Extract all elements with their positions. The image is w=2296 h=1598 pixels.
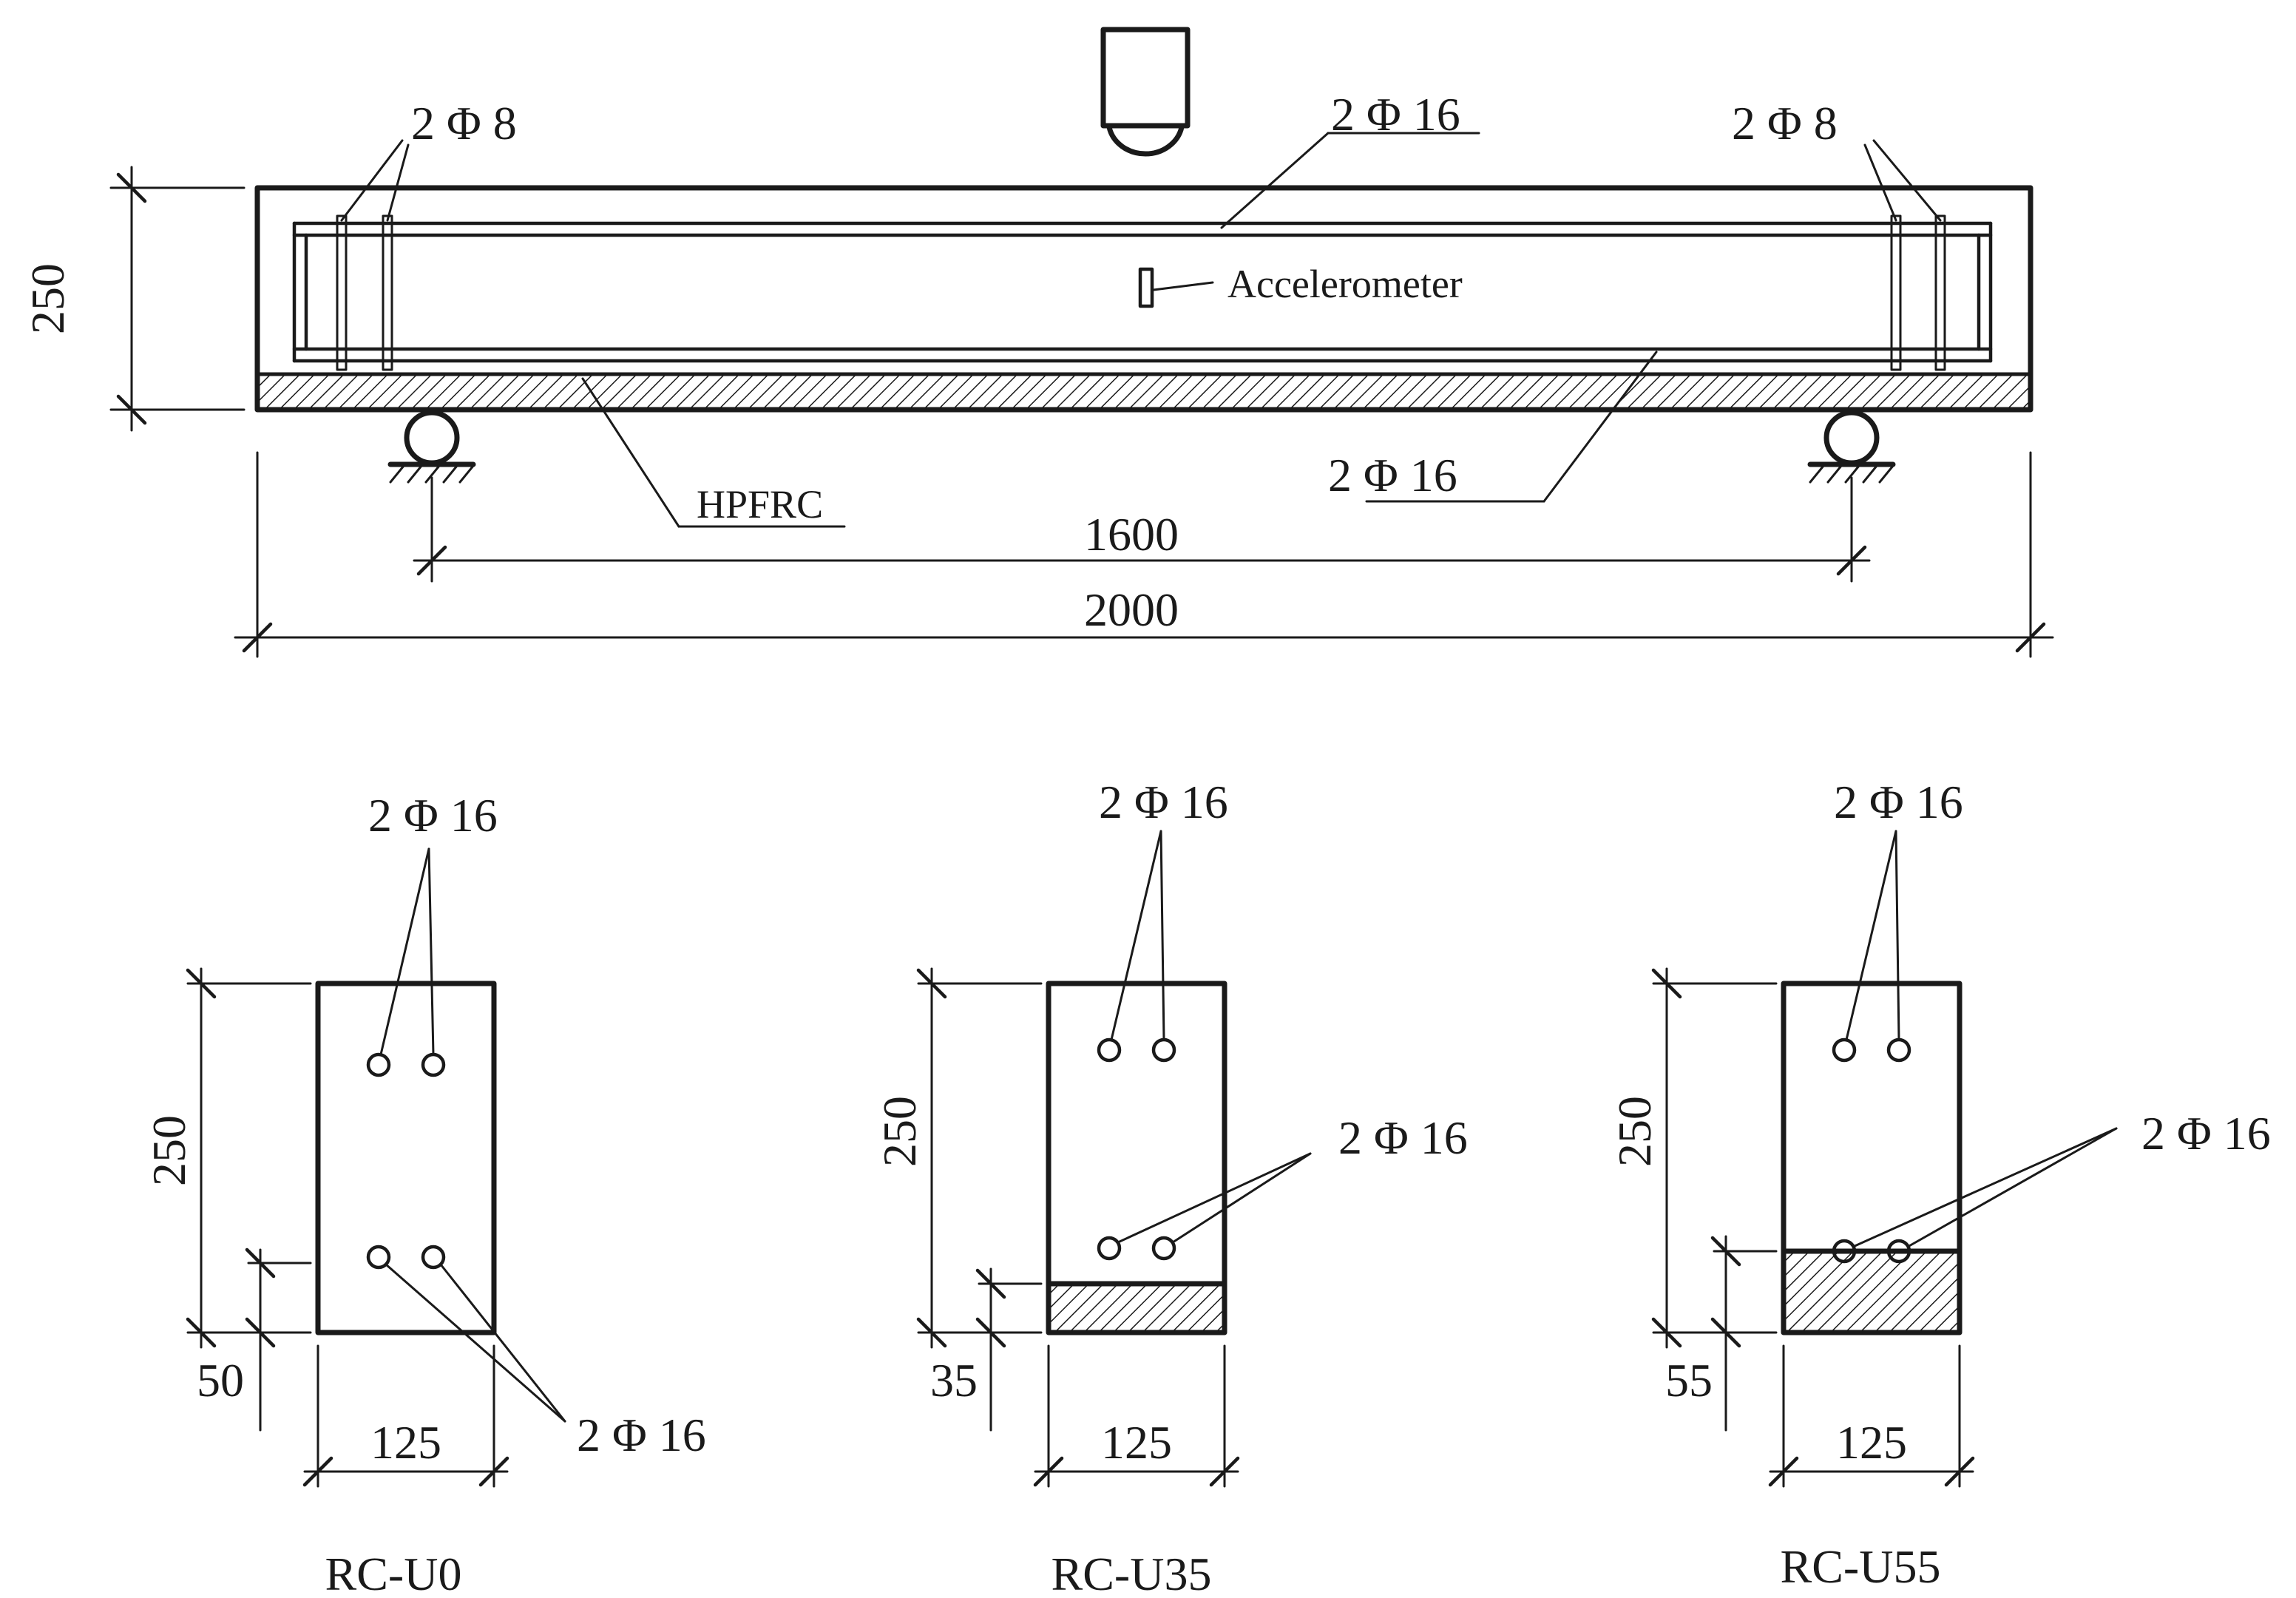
stirrups-right: 2 Φ 8	[1732, 97, 1946, 371]
rebar	[366, 1052, 391, 1077]
section-outline	[1781, 981, 1963, 1335]
section-rc-u0: 2 Φ 16 2 Φ 16 250 50 125 RC-U0	[143, 789, 706, 1598]
length-label: 2000	[1084, 583, 1179, 636]
accelerometer-icon	[1138, 267, 1154, 308]
rebar	[1151, 1037, 1176, 1063]
top-bar-label: 2 Φ 16	[1331, 88, 1460, 140]
elevation-height-dimension: 250	[21, 166, 245, 432]
hpfrc-label: HPFRC	[697, 482, 823, 527]
hpfrc-callout: HPFRC	[581, 377, 846, 528]
section-title: RC-U35	[1052, 1548, 1212, 1598]
section-height-label: 250	[873, 1096, 926, 1167]
length-dimension: 2000	[234, 451, 2054, 658]
top-bars-label: 2 Φ 16	[1834, 776, 1963, 828]
width-label: 125	[1836, 1416, 1907, 1469]
top-bar-callout: 2 Φ 16	[1220, 88, 1480, 229]
bottom-bars-label: 2 Φ 16	[1338, 1111, 1468, 1164]
loading-actuator	[1100, 27, 1191, 157]
rebar	[1886, 1037, 1911, 1063]
bottom-bar-callout: 2 Φ 16	[1328, 351, 1658, 503]
rebar	[366, 1245, 391, 1270]
section-rc-u55: 2 Φ 16 2 Φ 16 250 55 125 RC-U55	[1608, 776, 2271, 1593]
rebar	[1832, 1037, 1857, 1063]
support-right	[1807, 410, 1896, 484]
section-height-label: 250	[1608, 1096, 1661, 1167]
bottom-bar-label: 2 Φ 16	[1328, 449, 1457, 501]
section-height-label: 250	[143, 1115, 195, 1186]
span-label: 1600	[1084, 508, 1179, 561]
offset-label: 55	[1665, 1354, 1713, 1406]
bottom-bars-label: 2 Φ 16	[577, 1409, 706, 1461]
top-bars-label: 2 Φ 16	[368, 789, 498, 842]
accelerometer-label: Accelerometer	[1227, 262, 1463, 306]
section-title: RC-U55	[1781, 1540, 1941, 1593]
top-bars-label: 2 Φ 16	[1099, 776, 1228, 828]
rebar-cage	[292, 221, 1993, 363]
rebar	[1097, 1236, 1122, 1261]
width-label: 125	[370, 1416, 441, 1469]
hpfrc-layer	[1049, 1284, 1225, 1333]
rebar	[1886, 1239, 1911, 1264]
beam-elevation: 2 Φ 8 2 Φ 8 2 Φ 16 Accelerometer 2 Φ 16	[21, 27, 2054, 658]
support-left	[387, 410, 476, 484]
stirrups-left: 2 Φ 8	[336, 97, 517, 371]
stirrup-left-label: 2 Φ 8	[411, 97, 517, 149]
hpfrc-layer	[1784, 1251, 1960, 1333]
section-rc-u35: 2 Φ 16 2 Φ 16 250 35 125 RC-U35	[873, 776, 1468, 1598]
accelerometer: Accelerometer	[1138, 262, 1463, 308]
section-outline	[315, 981, 497, 1335]
rebar	[1097, 1037, 1122, 1063]
hpfrc-layer	[255, 372, 2033, 412]
rebar	[421, 1052, 446, 1077]
rebar	[1832, 1239, 1857, 1264]
offset-label: 50	[197, 1354, 244, 1406]
width-label: 125	[1101, 1416, 1172, 1469]
section-outline	[1046, 981, 1227, 1335]
offset-label: 35	[930, 1354, 978, 1406]
section-title: RC-U0	[325, 1548, 462, 1598]
stirrup-right-label: 2 Φ 8	[1732, 97, 1838, 149]
bottom-bars-label: 2 Φ 16	[2141, 1107, 2271, 1159]
rebar	[1151, 1236, 1176, 1261]
rebar	[421, 1245, 446, 1270]
elevation-height-label: 250	[21, 263, 74, 334]
span-dimension: 1600	[413, 476, 1871, 583]
